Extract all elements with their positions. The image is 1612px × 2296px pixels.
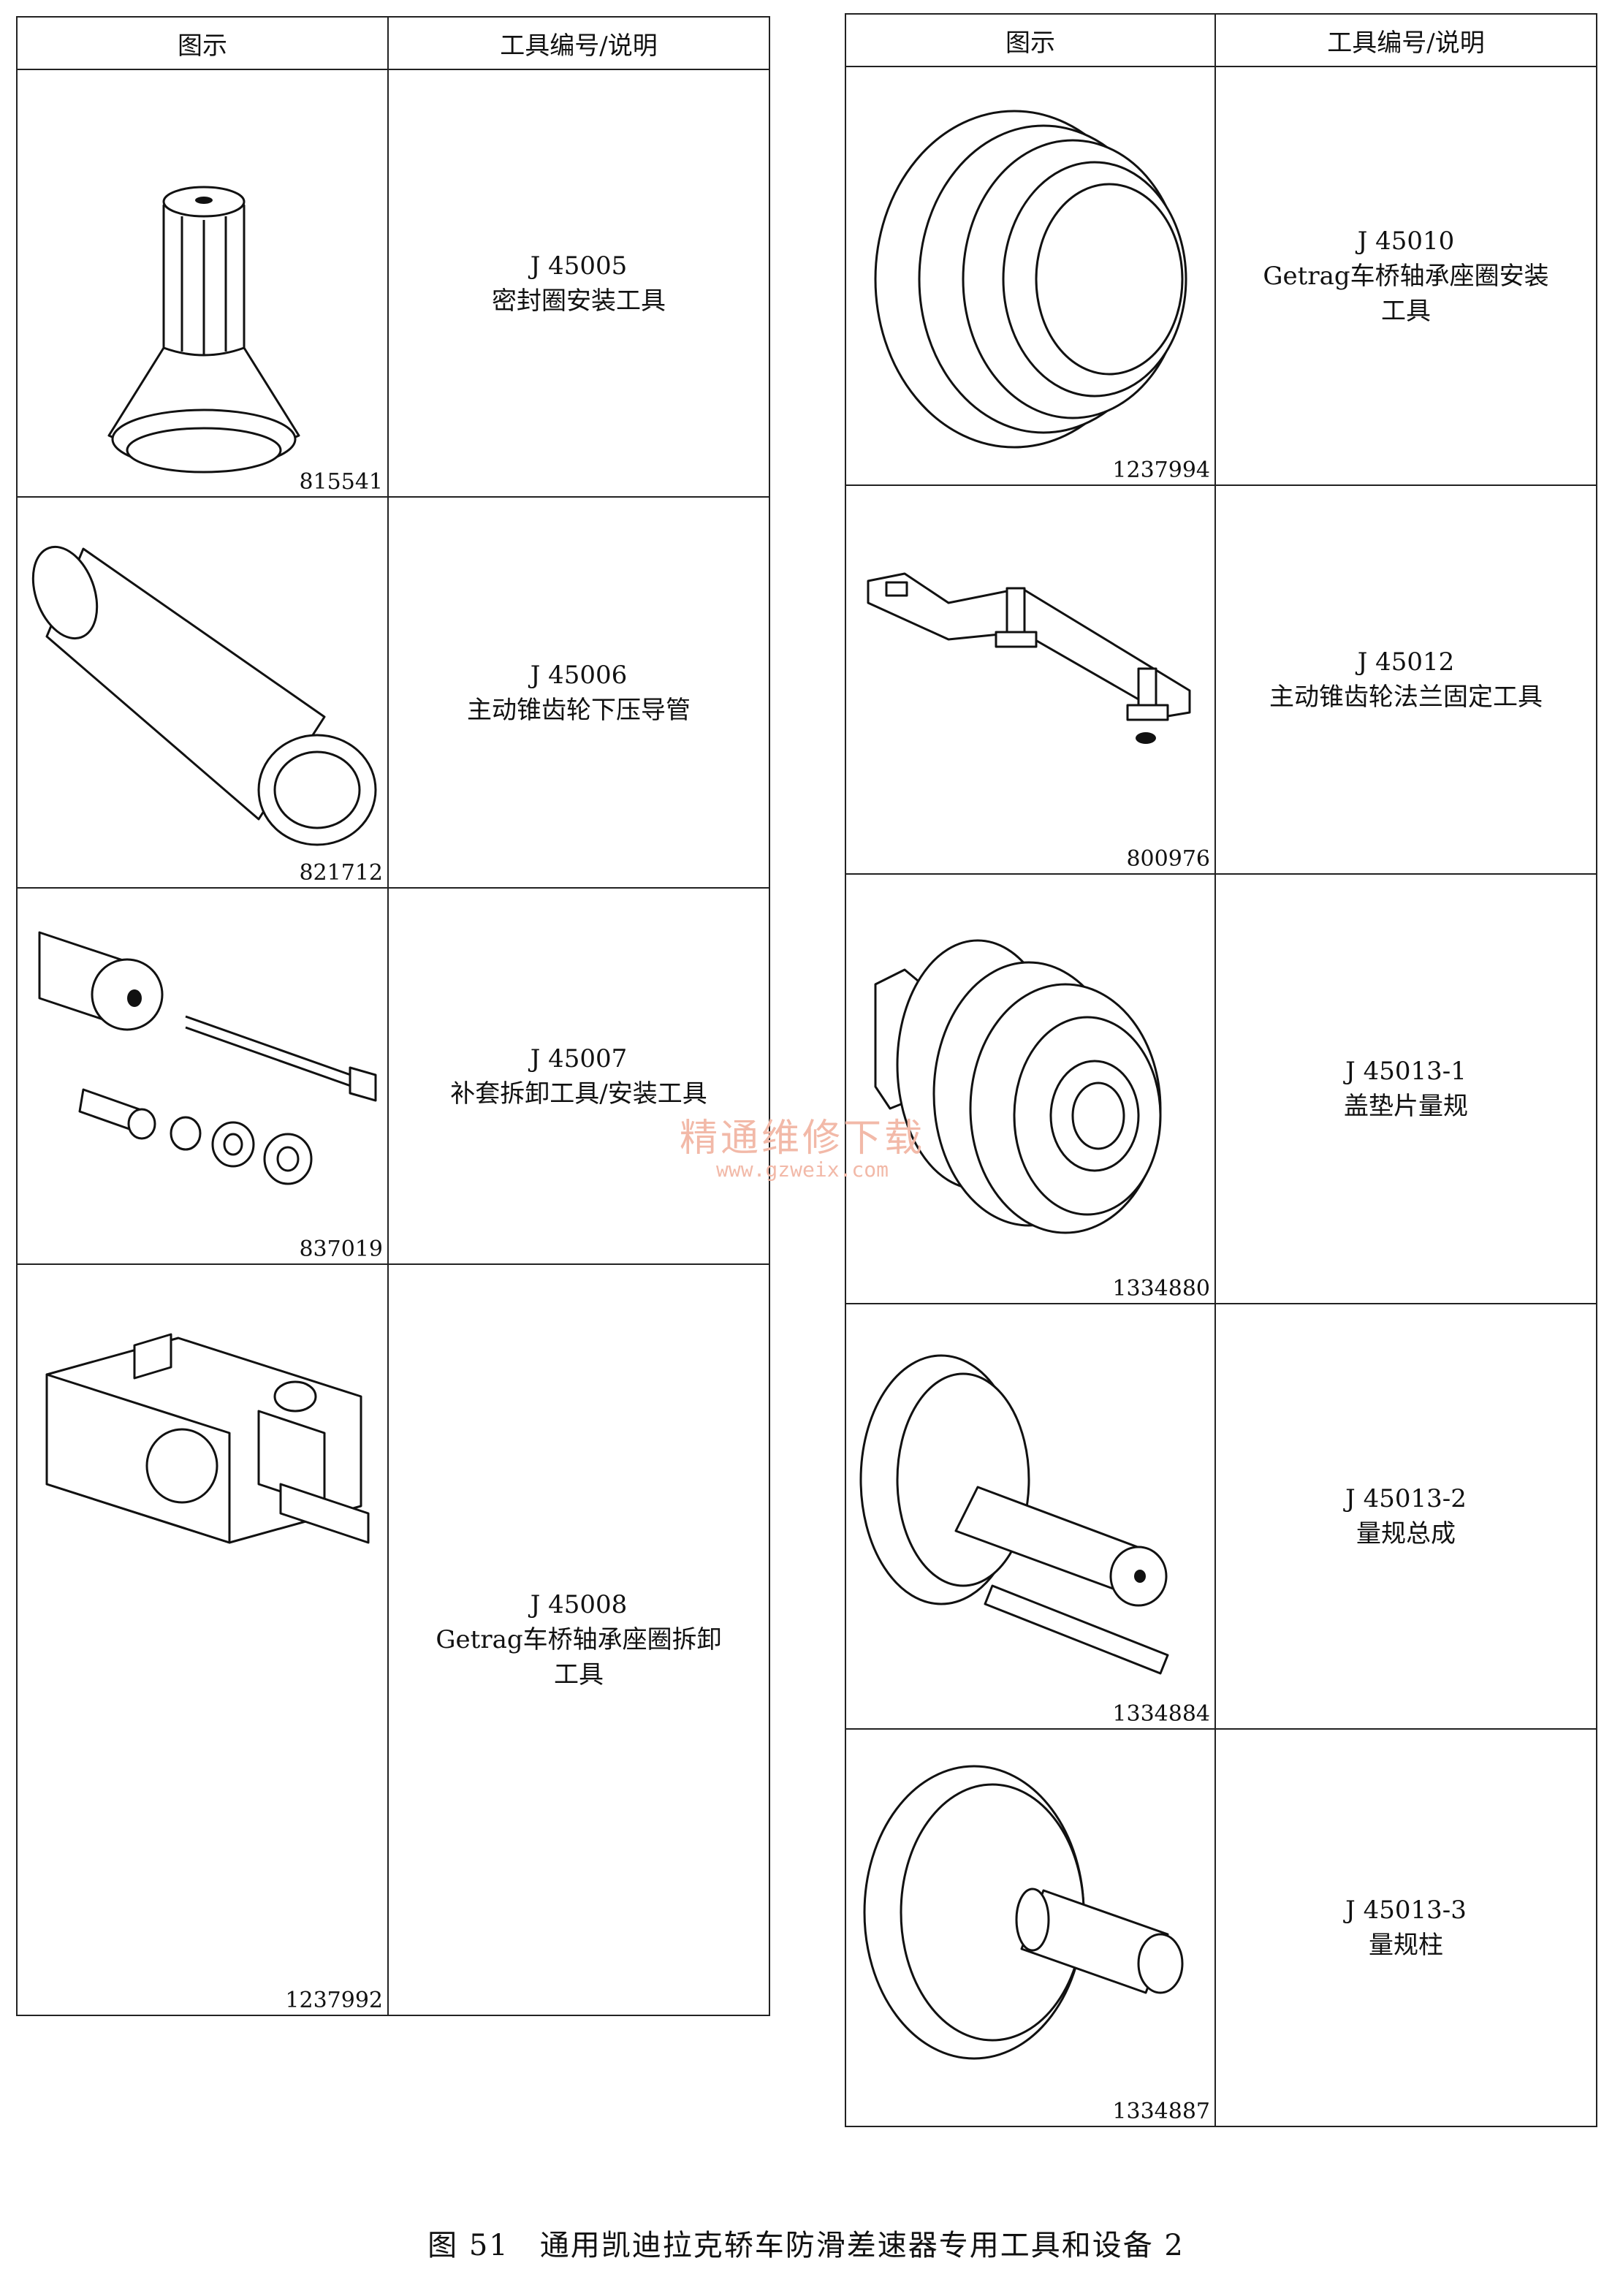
watermark: 精通维修下载 www.gzweix.com <box>680 1107 925 1182</box>
tool-number: J 45012 <box>1357 647 1455 677</box>
guide-tube-icon <box>31 545 377 846</box>
tool-number: J 45008 <box>530 1590 628 1619</box>
tool-description-line2: 工具 <box>1381 296 1431 326</box>
tool-number: J 45013-1 <box>1345 1057 1467 1086</box>
tool-description: Getrag车桥轴承座圈安装 <box>1263 261 1549 291</box>
figure-cell: 815541 <box>16 69 389 498</box>
bearing-race-remover-icon <box>45 1333 370 1544</box>
tool-description: 盖垫片量规 <box>1344 1092 1468 1121</box>
description-cell: J 45008 Getrag车桥轴承座圈拆卸 工具 <box>387 1263 770 2016</box>
header-figure: 图示 <box>845 13 1216 67</box>
description-cell: J 45013-2 量规总成 <box>1214 1303 1597 1730</box>
tool-description-line2: 工具 <box>554 1660 604 1689</box>
tool-number: J 45006 <box>530 660 628 690</box>
description-cell: J 45007 补套拆卸工具/安装工具 <box>387 887 770 1265</box>
tool-description: 主动锥齿轮下压导管 <box>467 695 691 725</box>
tool-description: 补套拆卸工具/安装工具 <box>450 1079 707 1109</box>
figure-cell: 800976 <box>845 484 1216 875</box>
part-number: 837019 <box>299 1236 383 1262</box>
figure-cell: 1237992 <box>16 1263 389 2016</box>
table-row: 1334880 J 45013-1 盖垫片量规 <box>845 873 1597 1304</box>
table-row: 837019 J 45007 补套拆卸工具/安装工具 <box>16 887 770 1265</box>
tool-number: J 45010 <box>1357 226 1455 256</box>
gauge-assembly-icon <box>859 1354 1169 1675</box>
header-tool: 工具编号/说明 <box>387 16 770 70</box>
part-number: 821712 <box>299 860 383 886</box>
tool-description: 密封圈安装工具 <box>492 286 666 316</box>
figure-cell: 1237994 <box>845 66 1216 486</box>
description-cell: J 45010 Getrag车桥轴承座圈安装 工具 <box>1214 66 1597 486</box>
table-row: 800976 J 45012 主动锥齿轮法兰固定工具 <box>845 484 1597 875</box>
tool-number: J 45013-3 <box>1345 1896 1467 1925</box>
bearing-race-installer-icon <box>874 110 1187 449</box>
tools-table-left: 图示 工具编号/说明 815541 J 45005 密封圈安装工具 <box>16 16 770 2016</box>
flange-holder-icon <box>867 572 1191 744</box>
table-row: 1237994 J 45010 Getrag车桥轴承座圈安装 工具 <box>845 66 1597 486</box>
part-number: 1334884 <box>1112 1701 1210 1727</box>
table-row: 1334887 J 45013-3 量规柱 <box>845 1728 1597 2127</box>
watermark-title: 精通维修下载 <box>680 1117 926 1160</box>
figure-cell: 1334880 <box>845 873 1216 1304</box>
part-number: 800976 <box>1126 846 1210 872</box>
figure-cell: 837019 <box>16 887 389 1265</box>
tool-number: J 45013-2 <box>1345 1484 1467 1513</box>
tool-description: 主动锥齿轮法兰固定工具 <box>1269 683 1543 712</box>
table-row: 815541 J 45005 密封圈安装工具 <box>16 69 770 498</box>
figure-cell: 1334887 <box>845 1728 1216 2127</box>
figure-cell: 1334884 <box>845 1303 1216 1730</box>
gauge-post-icon <box>863 1765 1184 2060</box>
watermark-url: www.gzweix.com <box>716 1157 889 1182</box>
description-cell: J 45013-3 量规柱 <box>1214 1728 1597 2127</box>
header-tool: 工具编号/说明 <box>1214 13 1597 67</box>
description-cell: J 45005 密封圈安装工具 <box>387 69 770 498</box>
tool-number: J 45005 <box>530 251 628 281</box>
description-cell: J 45012 主动锥齿轮法兰固定工具 <box>1214 484 1597 875</box>
part-number: 1334887 <box>1112 2099 1210 2124</box>
part-number: 815541 <box>299 469 383 495</box>
tool-description: 量规柱 <box>1369 1931 1443 1960</box>
part-number: 1237994 <box>1112 457 1210 483</box>
part-number: 1334880 <box>1112 1276 1210 1301</box>
figure-caption: 图 51 通用凯迪拉克轿车防滑差速器专用工具和设备 2 <box>427 2229 1185 2262</box>
shim-gauge-icon <box>874 939 1162 1234</box>
description-cell: J 45006 主动锥齿轮下压导管 <box>387 496 770 889</box>
tool-description: Getrag车桥轴承座圈拆卸 <box>436 1625 722 1654</box>
table-row: 1334884 J 45013-2 量规总成 <box>845 1303 1597 1730</box>
part-number: 1237992 <box>285 1988 383 2013</box>
figure-cell: 821712 <box>16 496 389 889</box>
tool-number: J 45007 <box>530 1044 628 1073</box>
description-cell: J 45013-1 盖垫片量规 <box>1214 873 1597 1304</box>
bushing-tool-kit-icon <box>38 931 377 1185</box>
seal-installer-icon <box>107 186 300 474</box>
tool-description: 量规总成 <box>1356 1519 1456 1548</box>
tools-table-right: 图示 工具编号/说明 1237994 J 45010 Getrag车桥轴承座圈安… <box>845 13 1597 2127</box>
table-row: 821712 J 45006 主动锥齿轮下压导管 <box>16 496 770 889</box>
header-figure: 图示 <box>16 16 389 70</box>
table-row: 1237992 J 45008 Getrag车桥轴承座圈拆卸 工具 <box>16 1263 770 2016</box>
